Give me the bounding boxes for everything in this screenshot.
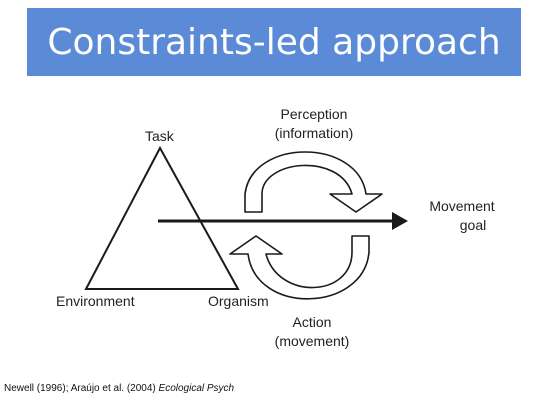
slide-title: Constraints-led approach bbox=[47, 21, 501, 63]
label-action: Action (movement) bbox=[260, 313, 364, 351]
label-movement-goal: Movement goal bbox=[414, 197, 510, 235]
citation-authors: Newell (1996); Araújo et al. (2004) bbox=[4, 383, 159, 394]
title-banner: Constraints-led approach bbox=[27, 8, 521, 76]
action-curved-arrow bbox=[229, 235, 370, 300]
perception-curved-arrow bbox=[244, 151, 383, 213]
label-perception: Perception (information) bbox=[262, 105, 366, 143]
label-task: Task bbox=[145, 128, 174, 144]
goal-arrowhead-icon bbox=[392, 212, 408, 230]
citation-journal: Ecological Psych bbox=[158, 383, 235, 394]
label-perception-line2: (information) bbox=[274, 125, 354, 141]
constraints-triangle bbox=[84, 145, 240, 290]
citation: Newell (1996); Araújo et al. (2004) Ecol… bbox=[4, 383, 234, 394]
label-perception-line1: Perception bbox=[280, 106, 348, 122]
label-environment: Environment bbox=[56, 293, 135, 309]
label-action-line1: Action bbox=[292, 314, 332, 330]
label-goal-line2: goal bbox=[459, 217, 487, 233]
label-organism: Organism bbox=[208, 293, 269, 309]
label-goal-line1: Movement bbox=[429, 198, 495, 214]
label-action-line2: (movement) bbox=[274, 333, 350, 349]
